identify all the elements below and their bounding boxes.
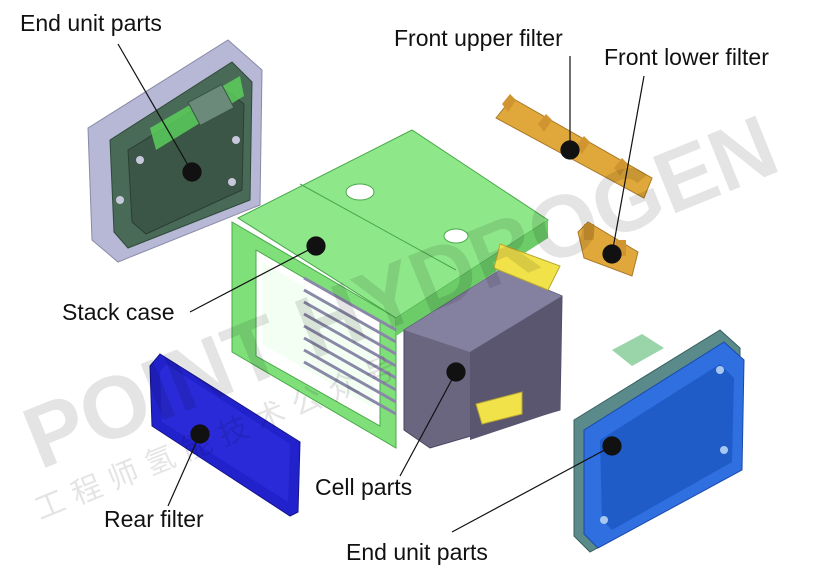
callout-dot-end-unit-top [182,162,202,182]
callout-line-end-unit-bottom [451,445,613,533]
callout-dot-front-upper [560,140,580,160]
label-end-unit-top: End unit parts [20,10,162,36]
callout-dot-stack-case [306,236,326,256]
callout-line-front-lower [611,75,645,255]
label-stack-case: Stack case [62,299,175,325]
rear-filter [149,353,301,517]
label-end-unit-bottom: End unit parts [346,539,488,565]
callout-dot-cell-parts [446,362,466,382]
callout-line-stack-case [189,245,317,313]
label-rear-filter: Rear filter [104,506,204,532]
callout-line-cell-parts [399,371,457,477]
callout-dot-end-unit-bottom [602,436,622,456]
end-unit-left [87,39,263,263]
label-front-lower-filter: Front lower filter [604,44,769,70]
cell-parts [303,243,563,449]
callout-dot-rear-filter [190,424,210,444]
callout-line-rear-filter [167,433,201,507]
callouts [117,43,645,533]
callout-dot-front-lower [602,244,622,264]
label-cell-parts: Cell parts [315,474,413,500]
label-front-upper-filter: Front upper filter [394,25,563,51]
end-unit-right [573,329,745,553]
callout-line-end-unit-top [117,43,193,173]
